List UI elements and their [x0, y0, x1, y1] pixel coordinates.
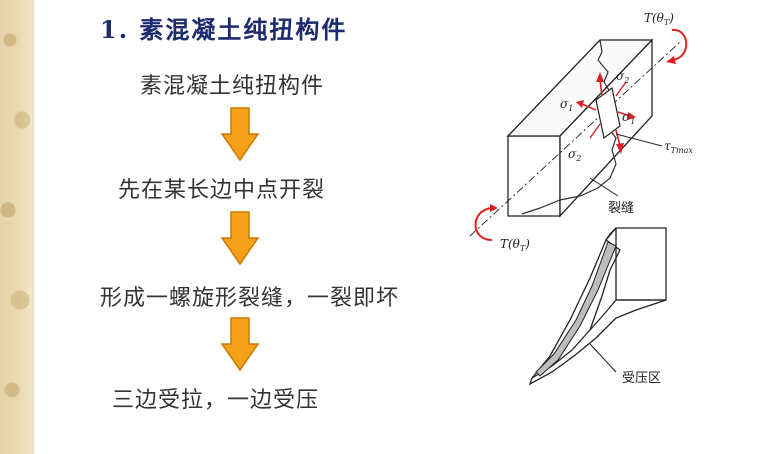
sigma2-bottom-label: σ2 [568, 147, 581, 163]
parchment-edge [32, 0, 36, 454]
tau-leader-line [615, 133, 663, 147]
torque-arrow-top [666, 28, 688, 64]
compression-zone-leader [589, 343, 617, 373]
compression-zone-label: 受压区 [622, 371, 661, 386]
torque-label-top: T(θT) [644, 11, 674, 27]
torsion-member-figure: T(θT) T(θT) σ1 σ2 σ1 σ2 τTmax 裂缝 受压区 [469, 11, 693, 386]
slide-heading: 1. 素混凝土纯扭构件 [100, 15, 348, 44]
parchment-border [0, 0, 32, 454]
beam-outline [506, 38, 654, 218]
step-2-text: 先在某长边中点开裂 [118, 178, 326, 203]
step-3-text: 形成一螺旋形裂缝，一裂即坏 [100, 286, 400, 311]
tau-label: τTmax [664, 139, 693, 155]
torque-label-bottom: T(θT) [500, 237, 530, 253]
down-arrow-icon [220, 107, 260, 162]
down-arrow-icon [220, 211, 260, 266]
compression-zone-shading [535, 241, 617, 377]
step-1-text: 素混凝土纯扭构件 [140, 74, 325, 99]
sigma2-top-label: σ2 [616, 69, 629, 85]
stress-element [576, 72, 636, 154]
crack-label: 裂缝 [608, 201, 634, 216]
step-4-text: 三边受拉，一边受压 [112, 388, 320, 413]
down-arrow-icon [220, 317, 260, 372]
crack-line-lower [521, 163, 617, 215]
fractured-member [528, 227, 667, 386]
torque-arrow-bottom [474, 204, 498, 241]
sigma1-right-label: σ1 [622, 110, 635, 126]
sigma1-left-label: σ1 [560, 97, 573, 113]
crack-leader-line [589, 177, 619, 197]
